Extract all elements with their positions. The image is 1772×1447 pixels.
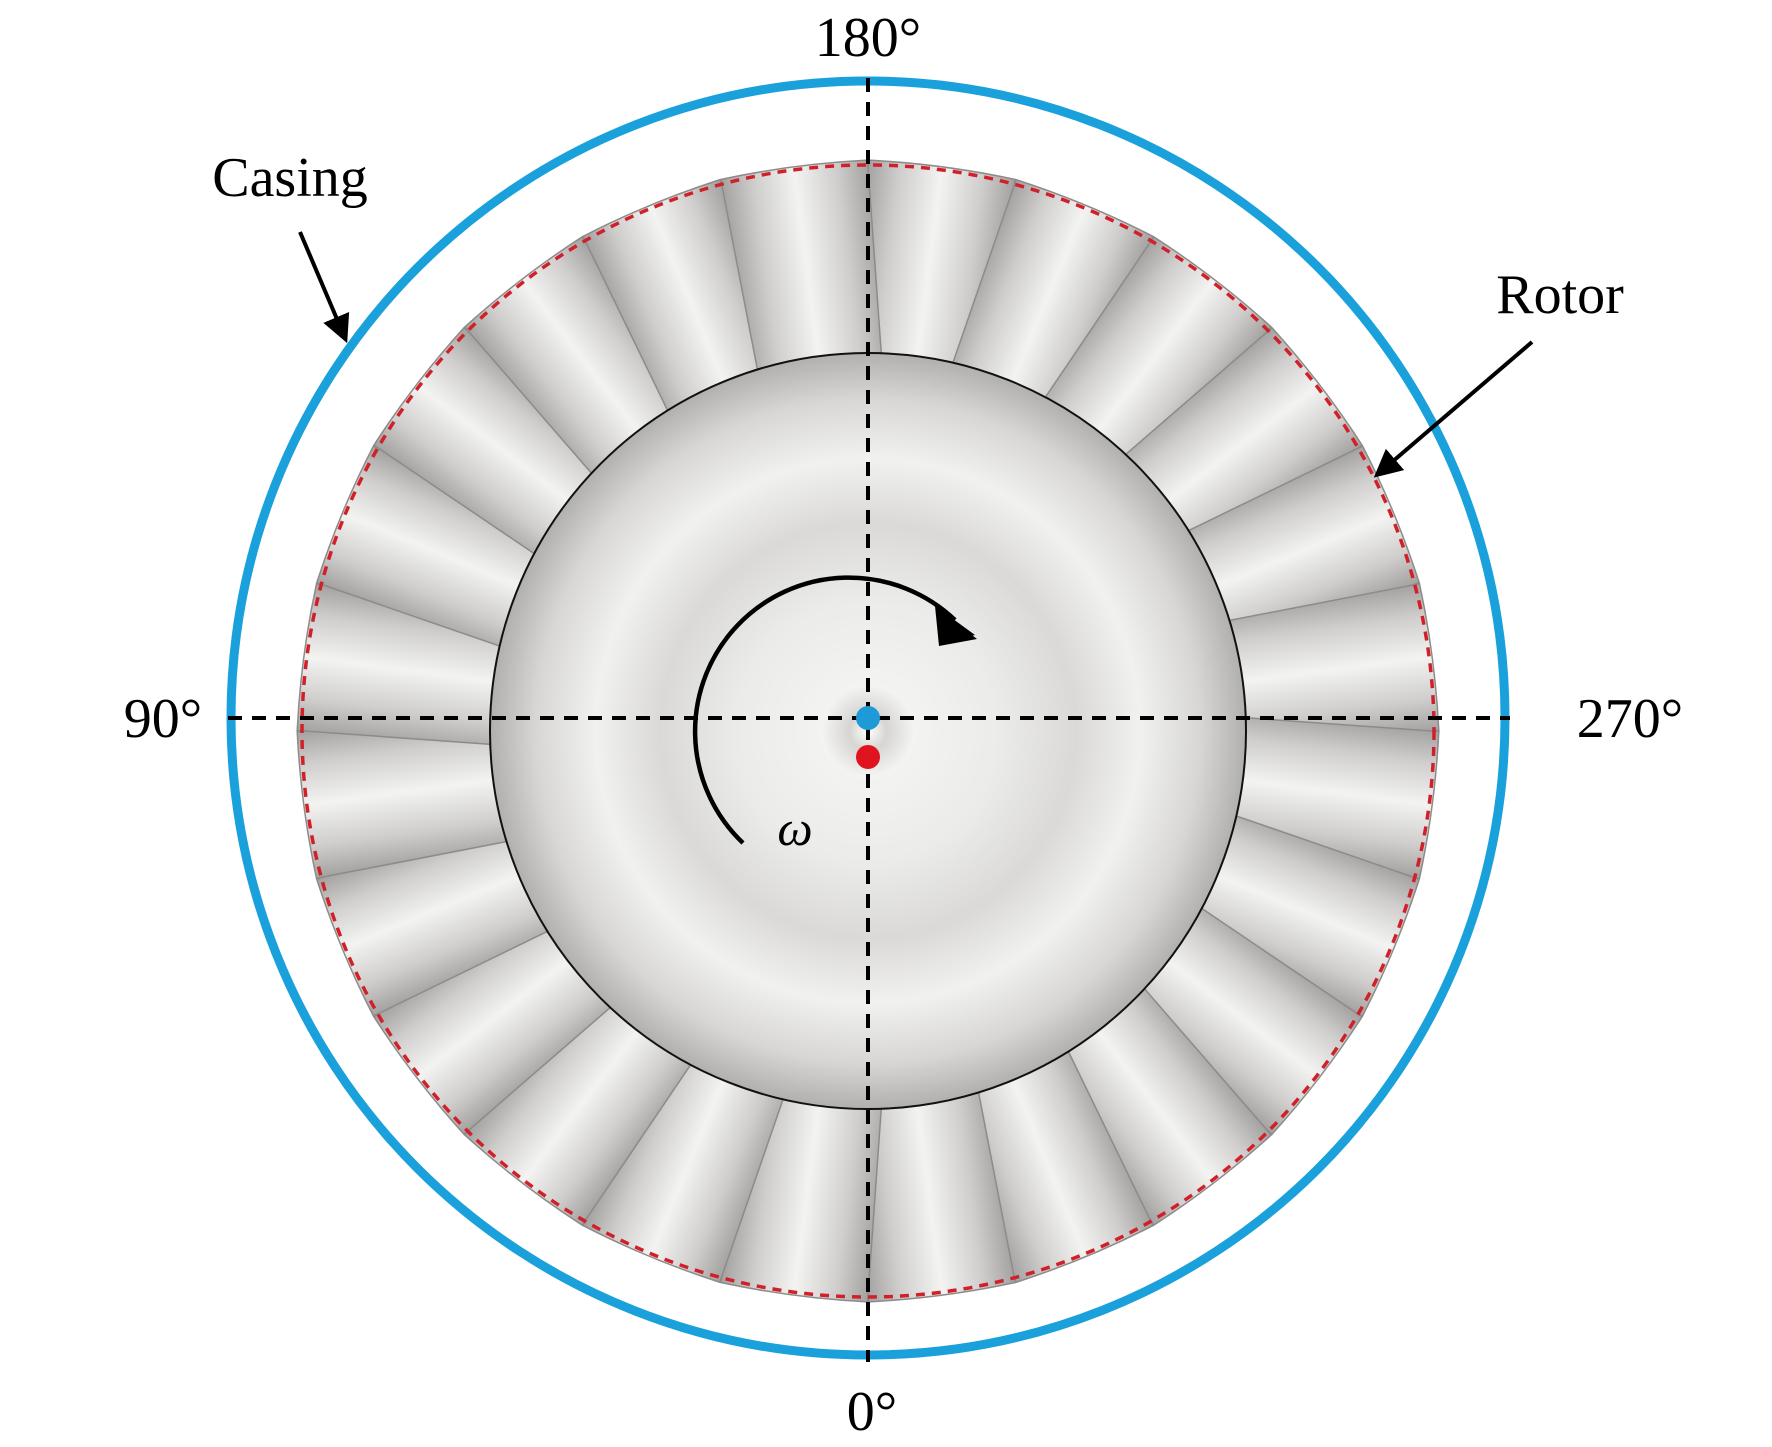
rotor-leader-arrow-icon [1373,340,1534,478]
casing-center-dot [856,706,880,730]
omega-label: ω [777,800,812,856]
rotor-blade [1220,582,1440,746]
rotor-blade [853,1083,1017,1303]
rotor-blade [296,716,516,880]
rotor-blade [372,326,618,560]
rotor-blade [1039,981,1273,1227]
rotor-blade [463,981,697,1227]
casing-leader-arrow-icon [298,231,350,344]
rotor-blade [949,178,1154,419]
rotor-envelope [300,163,1436,1299]
rotation-arrow-icon [692,575,957,845]
angle-label-180: 180° [815,7,921,69]
rotor-blade [1180,812,1421,1017]
angle-label-90: 90° [124,688,202,750]
rotor-blade [372,902,618,1136]
rotor-blade [1118,902,1364,1136]
rotor-blade [463,235,697,481]
rotation-arrowhead-fill-icon [935,606,977,646]
rotor-label: Rotor [1496,264,1624,326]
rotor-blade [315,445,556,650]
rotor-blade [1118,326,1364,560]
rotor-blade [582,1043,787,1284]
rotor-blades [296,159,1440,1303]
angle-label-0: 0° [847,1381,897,1443]
rotor-blade [1039,235,1273,481]
angle-label-270: 270° [1577,688,1683,750]
rotor-center-dot [856,745,880,769]
casing-label: Casing [212,147,368,209]
